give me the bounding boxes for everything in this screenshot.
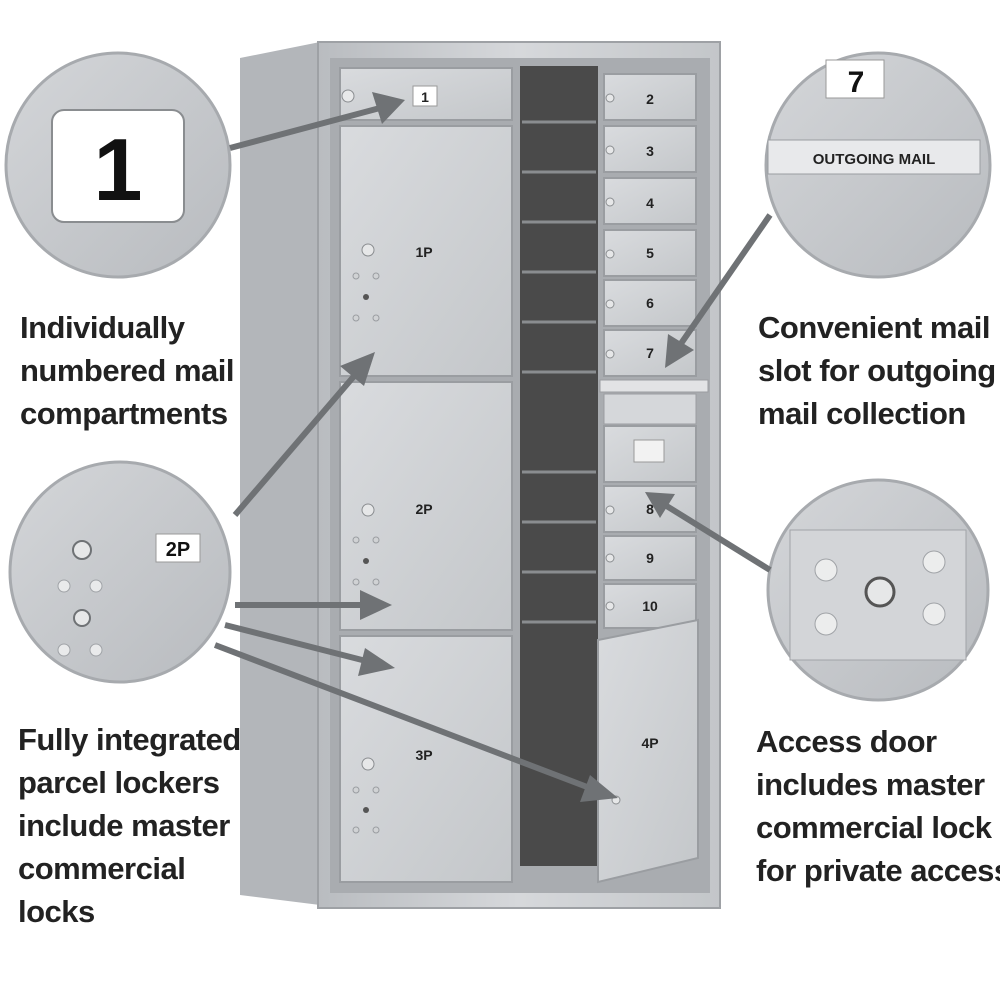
parcel-number: 2P	[415, 501, 432, 517]
zoom-number-label: 1	[4, 51, 232, 279]
door-number: 6	[646, 295, 654, 311]
open-interior	[520, 66, 598, 866]
door-number: 9	[646, 550, 654, 566]
mail-door-3[interactable]	[603, 125, 697, 173]
mail-door-9[interactable]	[603, 535, 697, 581]
zoom-access-lock	[766, 478, 990, 702]
feature-numbered-compartments: Individually numbered mail compartments	[20, 310, 235, 431]
parcel-door-4p[interactable]	[597, 618, 699, 884]
door-number: 8	[646, 501, 654, 517]
zoom-parcel-number: 2P	[166, 539, 190, 561]
mail-door-6[interactable]	[603, 279, 697, 327]
door-number: 7	[646, 345, 654, 361]
feature-outgoing-slot: Convenient mail slot for outgoing mail c…	[758, 310, 996, 431]
zoom-parcel-lock: 2P	[8, 460, 232, 684]
door-number: 5	[646, 245, 654, 261]
master-lock-icon	[864, 576, 896, 608]
mail-door-2[interactable]	[603, 73, 697, 121]
feature-access-door: Access door includes master commercial l…	[756, 724, 1000, 888]
zoom-number-text: 1	[94, 120, 143, 219]
left-door-column: 1 1P 2P 3P	[339, 67, 513, 883]
mail-door-5[interactable]	[603, 229, 697, 277]
mail-door-4[interactable]	[603, 177, 697, 225]
parcel-number: 1P	[415, 244, 432, 260]
zoom-outgoing-slot: 7 OUTGOING MAIL	[764, 51, 992, 279]
parcel-number: 3P	[415, 747, 432, 763]
lock-icon	[73, 609, 91, 627]
lock-icon	[72, 540, 92, 560]
outgoing-mail-label: OUTGOING MAIL	[813, 151, 936, 168]
parcel-number: 4P	[641, 735, 658, 751]
door-number: 4	[646, 195, 654, 211]
mail-door-10[interactable]	[603, 583, 697, 629]
door-number: 2	[646, 91, 654, 107]
lock-icon	[341, 89, 355, 103]
door-number: 3	[646, 143, 654, 159]
right-door-column: 2 3 4 5 6 7 8 9 10 4P	[597, 73, 709, 884]
zoom-slot-number: 7	[848, 66, 865, 99]
door-number: 1	[421, 89, 429, 105]
outgoing-mail-slot[interactable]	[599, 379, 709, 393]
callout-arrows	[213, 92, 773, 802]
door-number: 10	[642, 598, 658, 614]
feature-parcel-lockers: Fully integrated parcel lockers include …	[18, 722, 241, 929]
